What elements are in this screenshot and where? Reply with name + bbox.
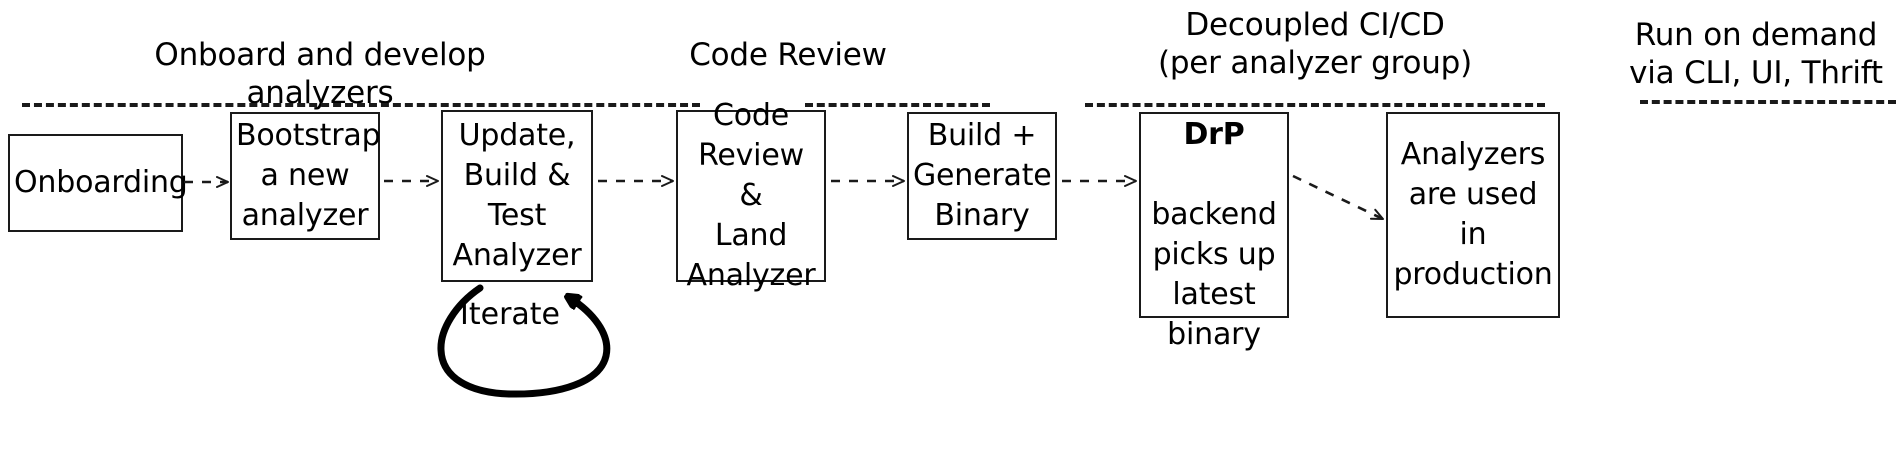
- section-title-ondemand: Run on demand via CLI, UI, Thrift: [1629, 17, 1883, 91]
- node-drp-backend-strong-label: DrP: [1183, 117, 1245, 152]
- node-drp-backend-body-label: backend picks up latest binary: [1151, 197, 1277, 352]
- section-divider-onboard: [22, 103, 700, 107]
- node-build-generate-binary[interactable]: Build + Generate Binary: [907, 112, 1057, 240]
- node-production-label: Analyzers are used in production: [1393, 137, 1553, 292]
- node-code-review-land[interactable]: Code Review & Land Analyzer: [676, 98, 826, 293]
- node-update-build-test[interactable]: Update, Build & Test Analyzer: [441, 110, 593, 282]
- section-divider-review: [805, 103, 990, 107]
- node-update-build-test-label: Update, Build & Test Analyzer: [452, 118, 582, 273]
- node-onboarding-label: Onboarding: [14, 165, 188, 200]
- node-bootstrap[interactable]: Bootstrap a new analyzer: [230, 112, 381, 240]
- section-title-onboard: Onboard and develop analyzers: [154, 37, 486, 111]
- section-divider-ondemand: [1640, 100, 1896, 104]
- node-production[interactable]: Analyzers are used in production: [1386, 112, 1560, 318]
- node-build-generate-binary-label: Build + Generate Binary: [913, 118, 1052, 233]
- node-bootstrap-label: Bootstrap a new analyzer: [236, 118, 381, 233]
- section-title-review: Code Review: [689, 37, 887, 73]
- node-onboarding[interactable]: Onboarding: [8, 134, 188, 232]
- edge-drp-to-production: [1292, 174, 1384, 221]
- section-title-cicd: Decoupled CI/CD (per analyzer group): [1157, 7, 1473, 81]
- iterate-loop-label: Iterate: [460, 297, 561, 332]
- node-drp-backend[interactable]: DrP backend picks up latest binary: [1139, 112, 1289, 352]
- node-code-review-land-label: Code Review & Land Analyzer: [686, 98, 816, 293]
- section-divider-cicd: [1085, 103, 1545, 107]
- node-drp-backend-label: DrP backend picks up latest binary: [1141, 75, 1287, 355]
